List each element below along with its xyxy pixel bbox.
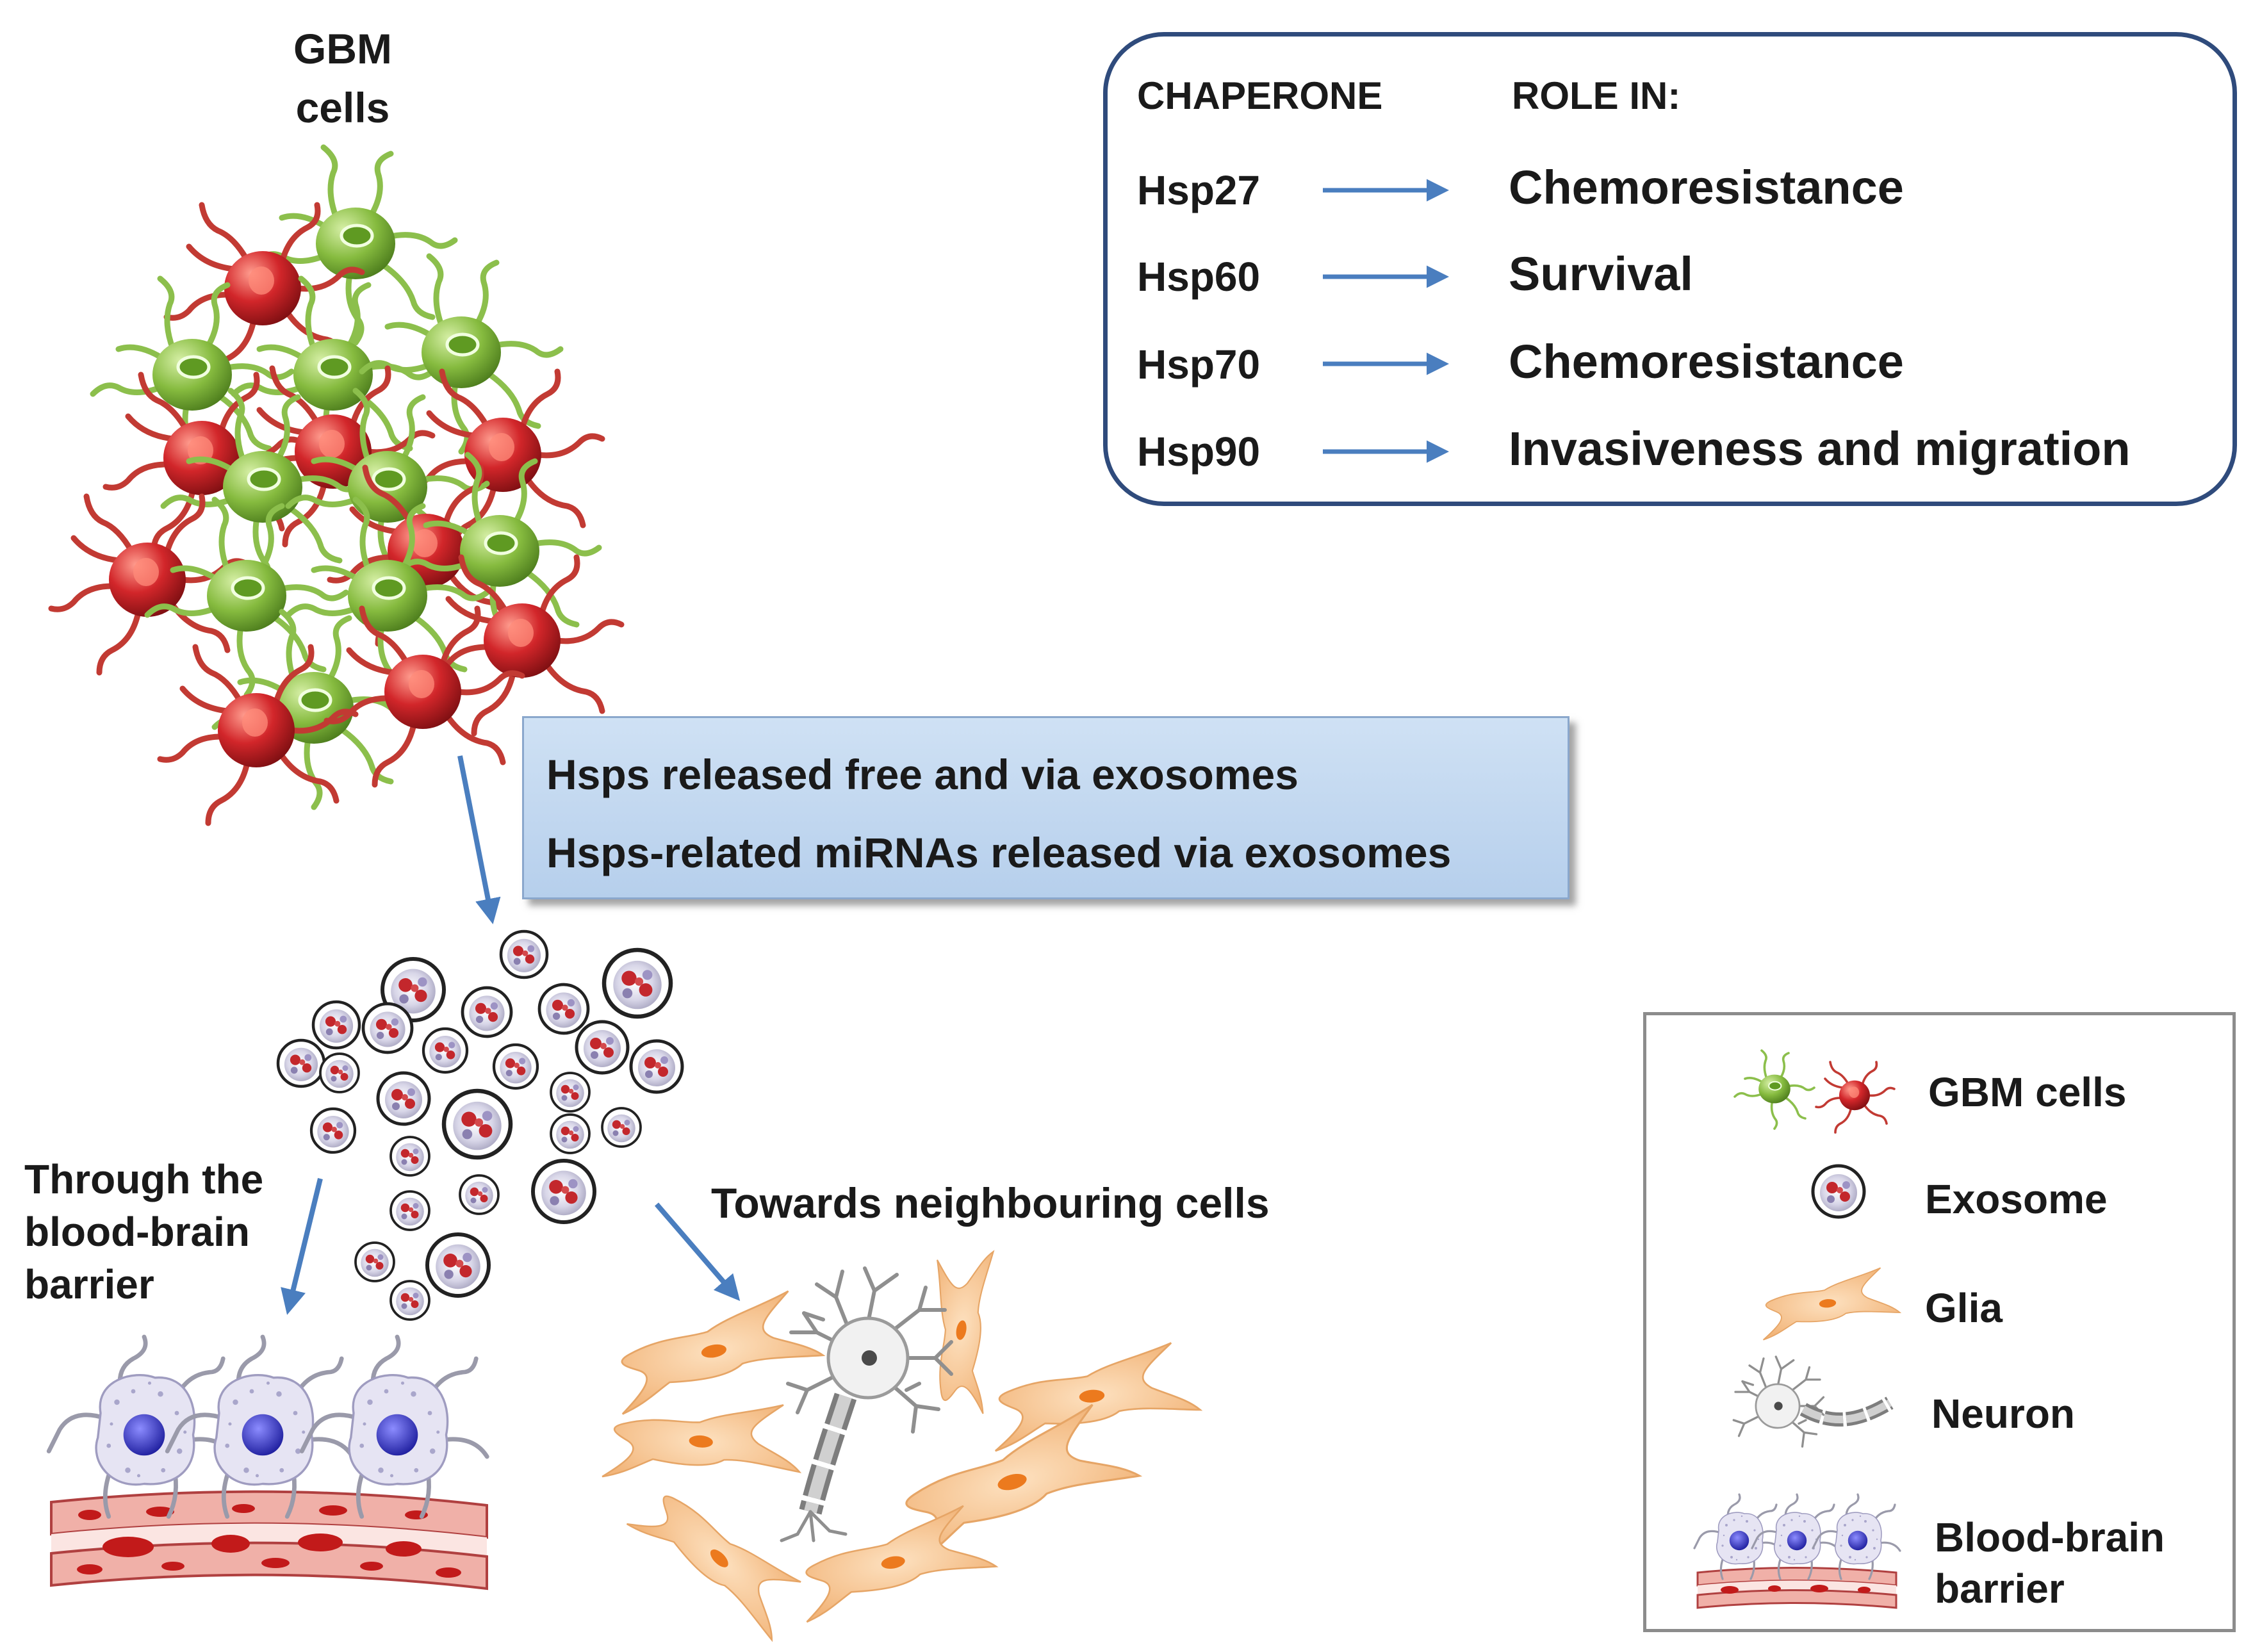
exosome xyxy=(550,1113,591,1154)
glia-cell xyxy=(986,1340,1203,1452)
exosome xyxy=(311,1109,355,1152)
release-line-2: Hsps-related miRNAs released via exosome… xyxy=(546,829,1452,876)
gbm-cells-title: GBM cells xyxy=(269,19,416,137)
legend-exosome: Exosome xyxy=(1925,1176,2108,1222)
gbm-title-line2: cells xyxy=(295,84,390,131)
exosome xyxy=(533,1161,594,1222)
glia-cell xyxy=(626,1465,816,1652)
chaperone-name: Hsp60 xyxy=(1137,254,1261,300)
legend-glia: Glia xyxy=(1925,1285,2003,1331)
exosome xyxy=(354,1241,395,1282)
neighbouring-cells xyxy=(601,1241,1203,1652)
exosome xyxy=(444,1091,511,1157)
legend-gbm-cells: GBM cells xyxy=(1928,1069,2127,1115)
exosome xyxy=(631,1041,682,1092)
legend-box xyxy=(1643,1012,2236,1632)
gbm-green-cell xyxy=(362,256,561,452)
chaperone-role: Survival xyxy=(1509,247,1693,300)
legend-bbb: Blood-brain barrier xyxy=(1935,1512,2165,1614)
exosome xyxy=(539,985,588,1033)
legend-bbb-icon xyxy=(1693,1493,1901,1609)
chaperone-role: Chemoresistance xyxy=(1509,335,1904,388)
legend-bbb-line: barrier xyxy=(1935,1566,2065,1612)
header-role: ROLE IN: xyxy=(1512,74,1681,117)
arrow-bbb xyxy=(281,1178,323,1315)
exosome xyxy=(278,1040,324,1086)
chaperone-name: Hsp90 xyxy=(1137,429,1261,475)
arrow-release xyxy=(457,755,501,924)
exosome xyxy=(427,1234,489,1296)
exosome xyxy=(319,1052,360,1093)
legend-graphics xyxy=(1693,1049,1902,1609)
exosome xyxy=(494,1045,537,1088)
exosome xyxy=(313,1002,359,1048)
towards-neighbouring-label: Towards neighbouring cells xyxy=(711,1179,1270,1227)
header-chaperone: CHAPERONE xyxy=(1137,74,1383,117)
chaperone-name: Hsp70 xyxy=(1137,341,1261,388)
exosome xyxy=(459,1174,500,1215)
legend-neuron-icon xyxy=(1732,1355,1894,1448)
exosome xyxy=(389,1280,430,1321)
exosome xyxy=(423,1029,467,1072)
blood-brain-barrier xyxy=(49,1337,487,1591)
release-line-1: Hsps released free and via exosomes xyxy=(546,751,1299,798)
neuron-cell xyxy=(780,1268,951,1542)
chaperone-role: Chemoresistance xyxy=(1509,161,1904,214)
through-bbb-label: Through the blood-brain barrier xyxy=(24,1153,263,1311)
through-bbb-line: Through the xyxy=(24,1156,264,1202)
chaperone-name: Hsp27 xyxy=(1137,167,1261,213)
glia-cell xyxy=(912,1241,1012,1414)
flow-arrows xyxy=(281,755,741,1315)
through-bbb-line: blood-brain xyxy=(24,1209,250,1255)
chaperone-arrows xyxy=(1323,179,1449,463)
exosome xyxy=(501,931,547,977)
through-bbb-line: barrier xyxy=(24,1261,154,1307)
gbm-title-line1: GBM xyxy=(293,25,392,72)
release-info-box: Hsps released free and via exosomes Hsps… xyxy=(522,716,1569,899)
chaperone-table-box xyxy=(1103,32,2237,506)
exosome xyxy=(389,1136,430,1177)
exosome xyxy=(550,1072,591,1113)
exosome xyxy=(363,1004,412,1052)
exosome xyxy=(601,1107,642,1148)
exosome xyxy=(577,1022,628,1073)
legend-bbb-line: Blood-brain xyxy=(1935,1514,2165,1560)
exosome xyxy=(389,1190,430,1231)
glia-cell xyxy=(605,1286,828,1415)
arrow-neighbouring xyxy=(654,1202,741,1302)
exosome xyxy=(463,988,511,1036)
chaperone-role: Invasiveness and migration xyxy=(1509,422,2131,475)
legend-neuron: Neuron xyxy=(1931,1391,2075,1437)
exosome xyxy=(378,1073,429,1124)
exosome xyxy=(604,950,671,1017)
exosome-cloud xyxy=(278,931,682,1321)
